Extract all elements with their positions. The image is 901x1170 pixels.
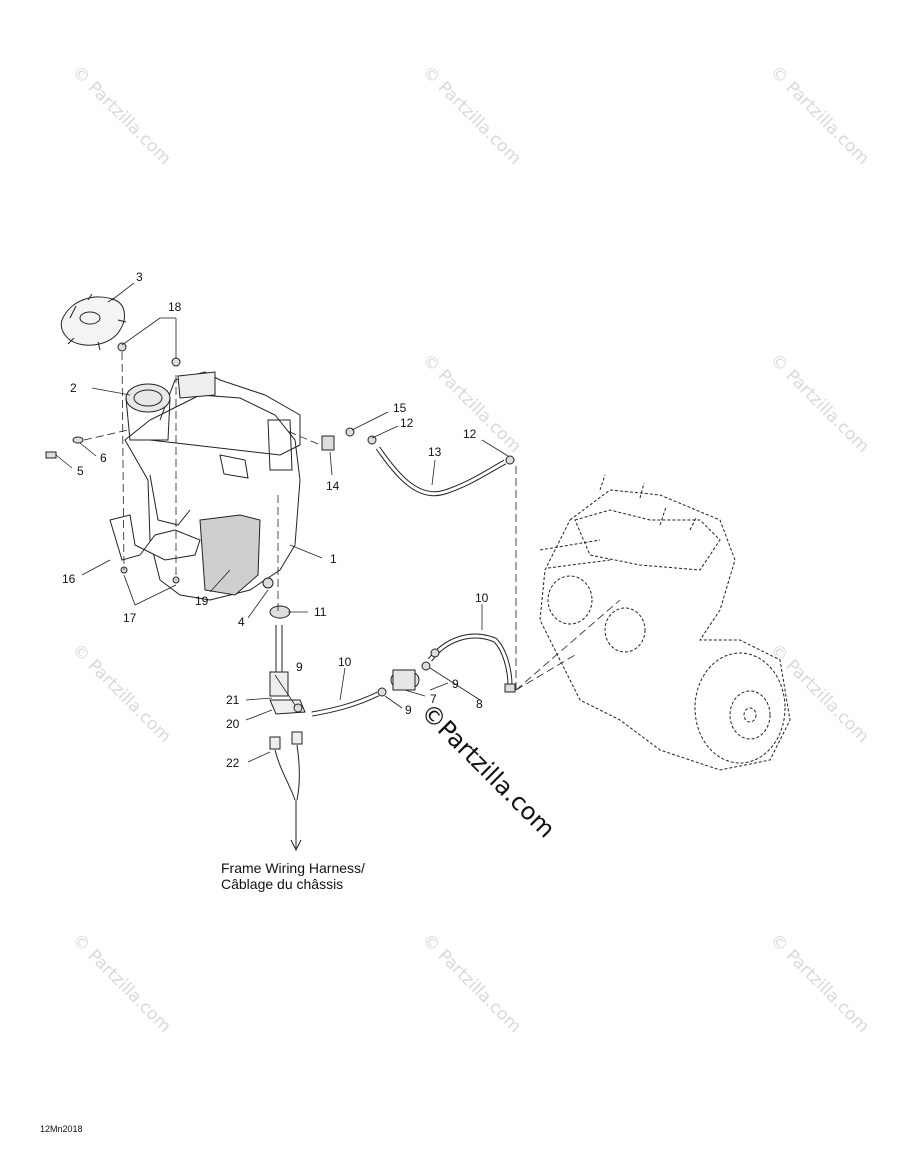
callout-17: 17: [123, 611, 137, 625]
note-line-2: Câblage du châssis: [221, 876, 344, 892]
callout-14: 14: [326, 479, 340, 493]
washer-6-drawing: [73, 437, 83, 443]
bracket-16-drawing: [110, 515, 200, 560]
nut-4-drawing: [263, 578, 273, 588]
callout-18: 18: [168, 300, 182, 314]
callout-20: 20: [226, 717, 240, 731]
sensor-21-drawing: [270, 625, 288, 696]
callout-5: 5: [77, 464, 84, 478]
callout-1: 1: [330, 552, 337, 566]
callout-10b: 10: [475, 591, 489, 605]
clamp-12b-drawing: [506, 456, 514, 464]
clamp-12a-drawing: [368, 436, 376, 444]
note-line-1: Frame Wiring Harness/: [221, 860, 365, 876]
clamp-9a-drawing: [294, 704, 302, 712]
connection-lines: [84, 352, 620, 690]
callout-19: 19: [195, 594, 209, 608]
callout-9b: 9: [405, 703, 412, 717]
engine-drawing: [540, 475, 790, 770]
callout-10a: 10: [338, 655, 352, 669]
callout-15: 15: [393, 401, 407, 415]
drawing-code: 12Mn2018: [40, 1124, 83, 1134]
pump-7-drawing: [391, 670, 419, 690]
callout-13: 13: [428, 445, 442, 459]
nut-18b-drawing: [172, 358, 180, 366]
callout-21: 21: [226, 693, 240, 707]
grommet-11-drawing: [270, 606, 290, 618]
leader-lines: [56, 283, 508, 762]
callout-9a: 9: [296, 660, 303, 674]
callout-4: 4: [238, 615, 245, 629]
callout-11: 11: [314, 605, 327, 619]
fitting-8-drawing: [431, 649, 439, 657]
cap-drawing: [61, 294, 126, 350]
callout-8: 8: [476, 697, 483, 711]
callout-6: 6: [100, 451, 107, 465]
nut-18a-drawing: [118, 343, 126, 351]
callout-7: 7: [430, 692, 437, 706]
bolt-5-drawing: [46, 452, 56, 458]
callout-16: 16: [62, 572, 76, 586]
callout-9c: 9: [452, 677, 459, 691]
callout-12b: 12: [463, 427, 477, 441]
fitting-10-end-drawing: [505, 684, 515, 692]
callout-22: 22: [226, 756, 240, 770]
filler-neck-drawing: [126, 384, 170, 440]
clamp-9c-drawing: [422, 662, 430, 670]
callout-3: 3: [136, 270, 143, 284]
clamp-9b-drawing: [378, 688, 386, 696]
callout-2: 2: [70, 381, 77, 395]
harness-22-drawing: [270, 732, 302, 850]
wiring-harness-note: Frame Wiring Harness/ Câblage du châssis: [221, 860, 365, 892]
fitting-14-drawing: [322, 436, 334, 450]
callout-12a: 12: [400, 416, 414, 430]
callout-numbers: 1 2 3 4 5 6 7 8 9 9 9 10 10 11 12 12 13 …: [62, 270, 489, 770]
